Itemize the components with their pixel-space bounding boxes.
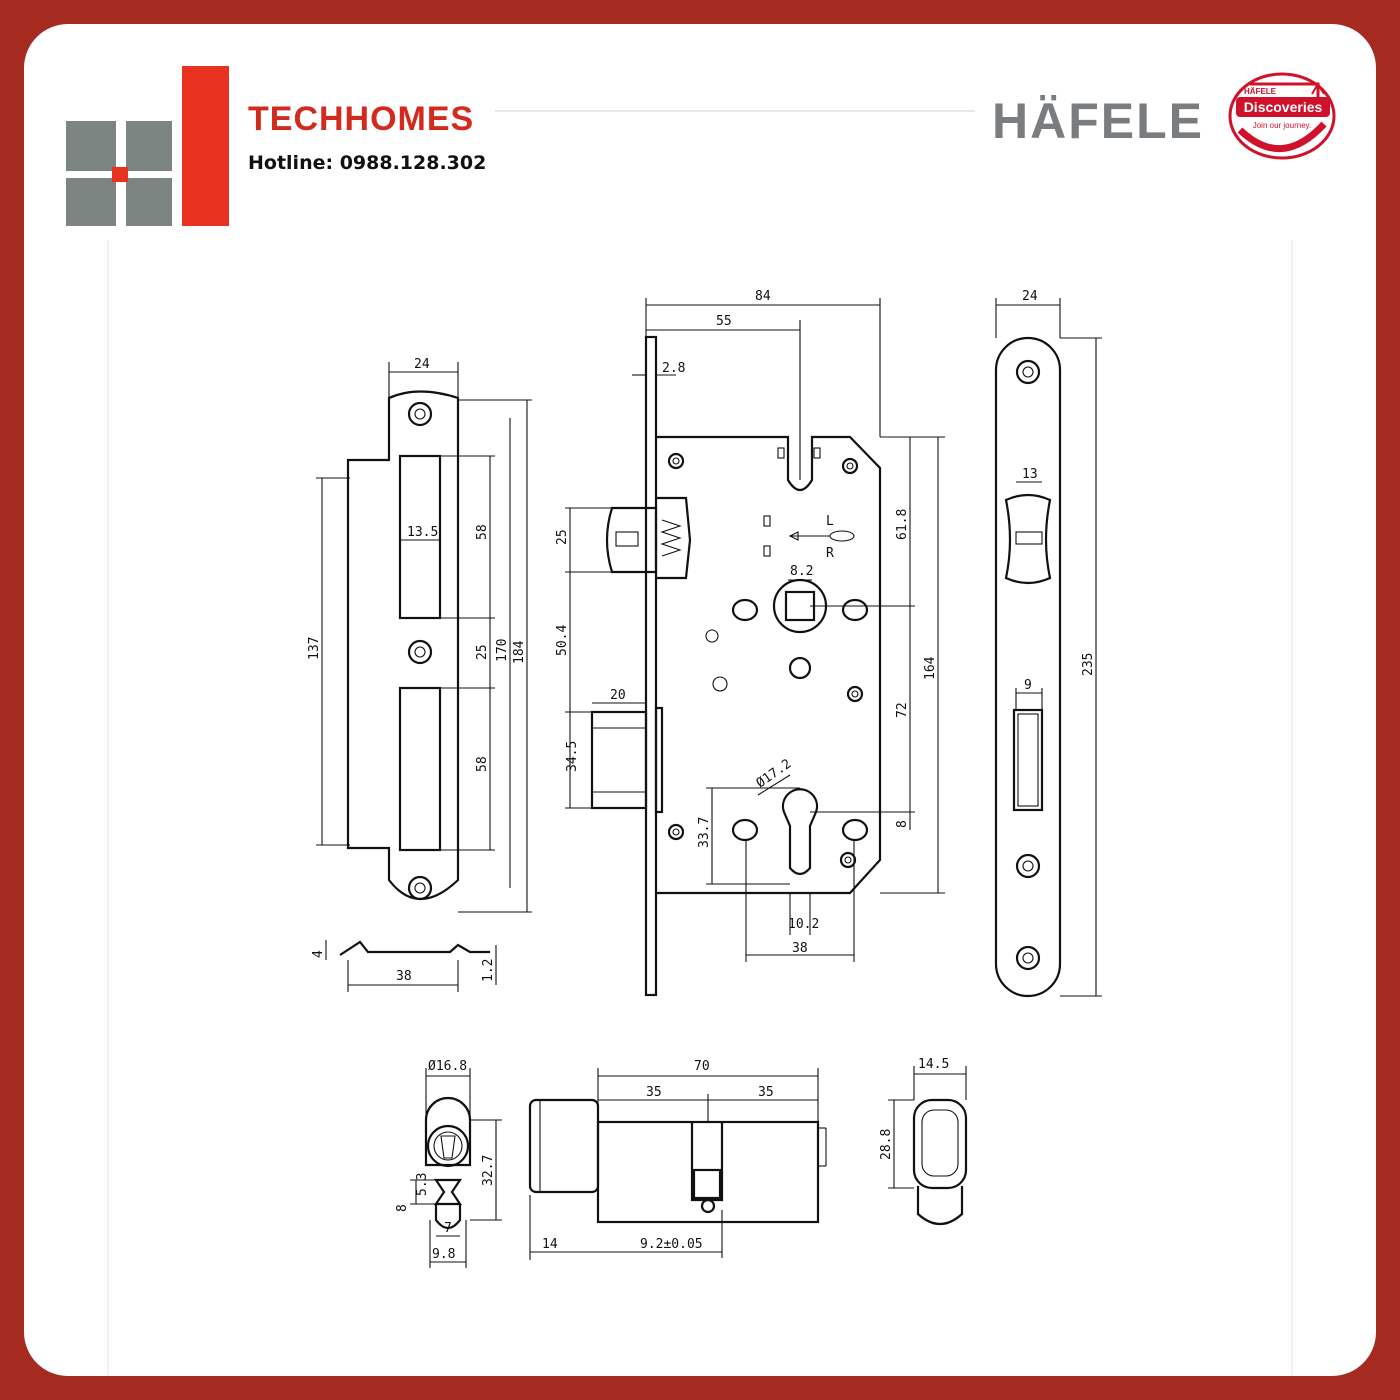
dim-lock-faceplate: 2.8 (662, 361, 685, 376)
dim-lock-height: 164 (923, 656, 938, 680)
dim-cylinder-diameter: Ø16.8 (428, 1059, 467, 1074)
dim-strike-lower: 58 (475, 756, 490, 772)
strike-plate-drawing: 24 13.5 58 25 58 170 184 137 38 1.2 4 (307, 357, 532, 992)
dim-strike-width: 24 (414, 357, 430, 372)
dim-lock-latch: 25 (555, 529, 570, 545)
dim-lock-cylinder-width: 10.2 (788, 917, 819, 932)
dim-cylinder-cam-gap: 5.3 (415, 1173, 430, 1196)
dim-lock-cylinder-dia: Ø17.2 (754, 757, 795, 792)
dim-strike-base: 38 (396, 969, 412, 984)
dim-cylinder-right: 35 (758, 1085, 774, 1100)
knob-end-view: 14.5 28.8 (879, 1057, 968, 1226)
hafele-discoveries-badge: HÄFELE Discoveries Join our journey. (1228, 72, 1336, 160)
dim-faceplate-length: 235 (1081, 653, 1096, 676)
dim-lock-cylinder-span: 38 (792, 941, 808, 956)
svg-text:L: L (826, 514, 834, 529)
dim-strike-opening: 13.5 (407, 525, 438, 540)
badge-tagline: Join our journey. (1253, 121, 1312, 130)
dim-strike-170: 170 (495, 639, 510, 662)
dim-strike-edge: 4 (311, 950, 326, 958)
dim-strike-middle: 25 (475, 644, 490, 660)
badge-title: Discoveries (1244, 99, 1323, 115)
dim-cylinder-left: 35 (646, 1085, 662, 1100)
dim-strike-137: 137 (307, 637, 322, 660)
dim-cylinder-knob: 14 (542, 1237, 558, 1252)
dim-faceplate-width: 24 (1022, 289, 1038, 304)
dim-lock-overall: 84 (755, 289, 771, 304)
dim-strike-upper: 58 (475, 524, 490, 540)
dim-strike-184: 184 (512, 640, 527, 664)
dim-lock-top: 61.8 (895, 509, 910, 540)
lock-body-drawing: L R 84 55 2.8 (555, 289, 945, 997)
dim-cylinder-cam-width: 7 (444, 1221, 452, 1236)
dim-faceplate-bolt: 9 (1024, 678, 1032, 693)
dim-lock-bolt-height: 34.5 (565, 741, 580, 772)
dim-knob-height: 28.8 (879, 1129, 894, 1160)
svg-text:R: R (826, 546, 834, 561)
brand-name: TECHHOMES (248, 100, 475, 138)
dim-faceplate-latch: 13 (1022, 467, 1038, 482)
content-card (24, 24, 1376, 1376)
cylinder-front-view: Ø16.8 32.7 8 5.3 7 9.8 (395, 1059, 502, 1268)
dim-lock-cylinder-gap: 8 (895, 820, 910, 828)
dim-cylinder-cam-offset: 9.2±0.05 (640, 1237, 703, 1252)
dim-cylinder-total: 70 (694, 1059, 710, 1074)
hafele-logo: HÄFELE (992, 93, 1204, 149)
dim-lock-spacing: 50.4 (555, 625, 570, 656)
hotline-text[interactable]: Hotline: 0988.128.302 (248, 152, 487, 174)
dim-strike-thickness: 1.2 (481, 959, 496, 982)
dim-lock-backset: 55 (716, 314, 732, 329)
dim-cylinder-bottom: 9.8 (432, 1247, 455, 1262)
dim-lock-cylinder-offset: 33.7 (697, 817, 712, 848)
dim-lock-centre: 72 (895, 702, 910, 718)
cylinder-side-view: 70 35 35 14 9.2±0.05 (528, 1059, 827, 1260)
dim-lock-spindle: 8.2 (790, 564, 813, 579)
dim-cylinder-cam: 8 (395, 1204, 410, 1212)
techhomes-logo (66, 66, 229, 226)
faceplate-drawing: 24 13 9 235 (994, 289, 1102, 998)
dim-lock-bolt-width: 20 (610, 688, 626, 703)
dim-knob-width: 14.5 (918, 1057, 949, 1072)
badge-brand: HÄFELE (1244, 87, 1277, 96)
dim-cylinder-height: 32.7 (481, 1155, 496, 1186)
